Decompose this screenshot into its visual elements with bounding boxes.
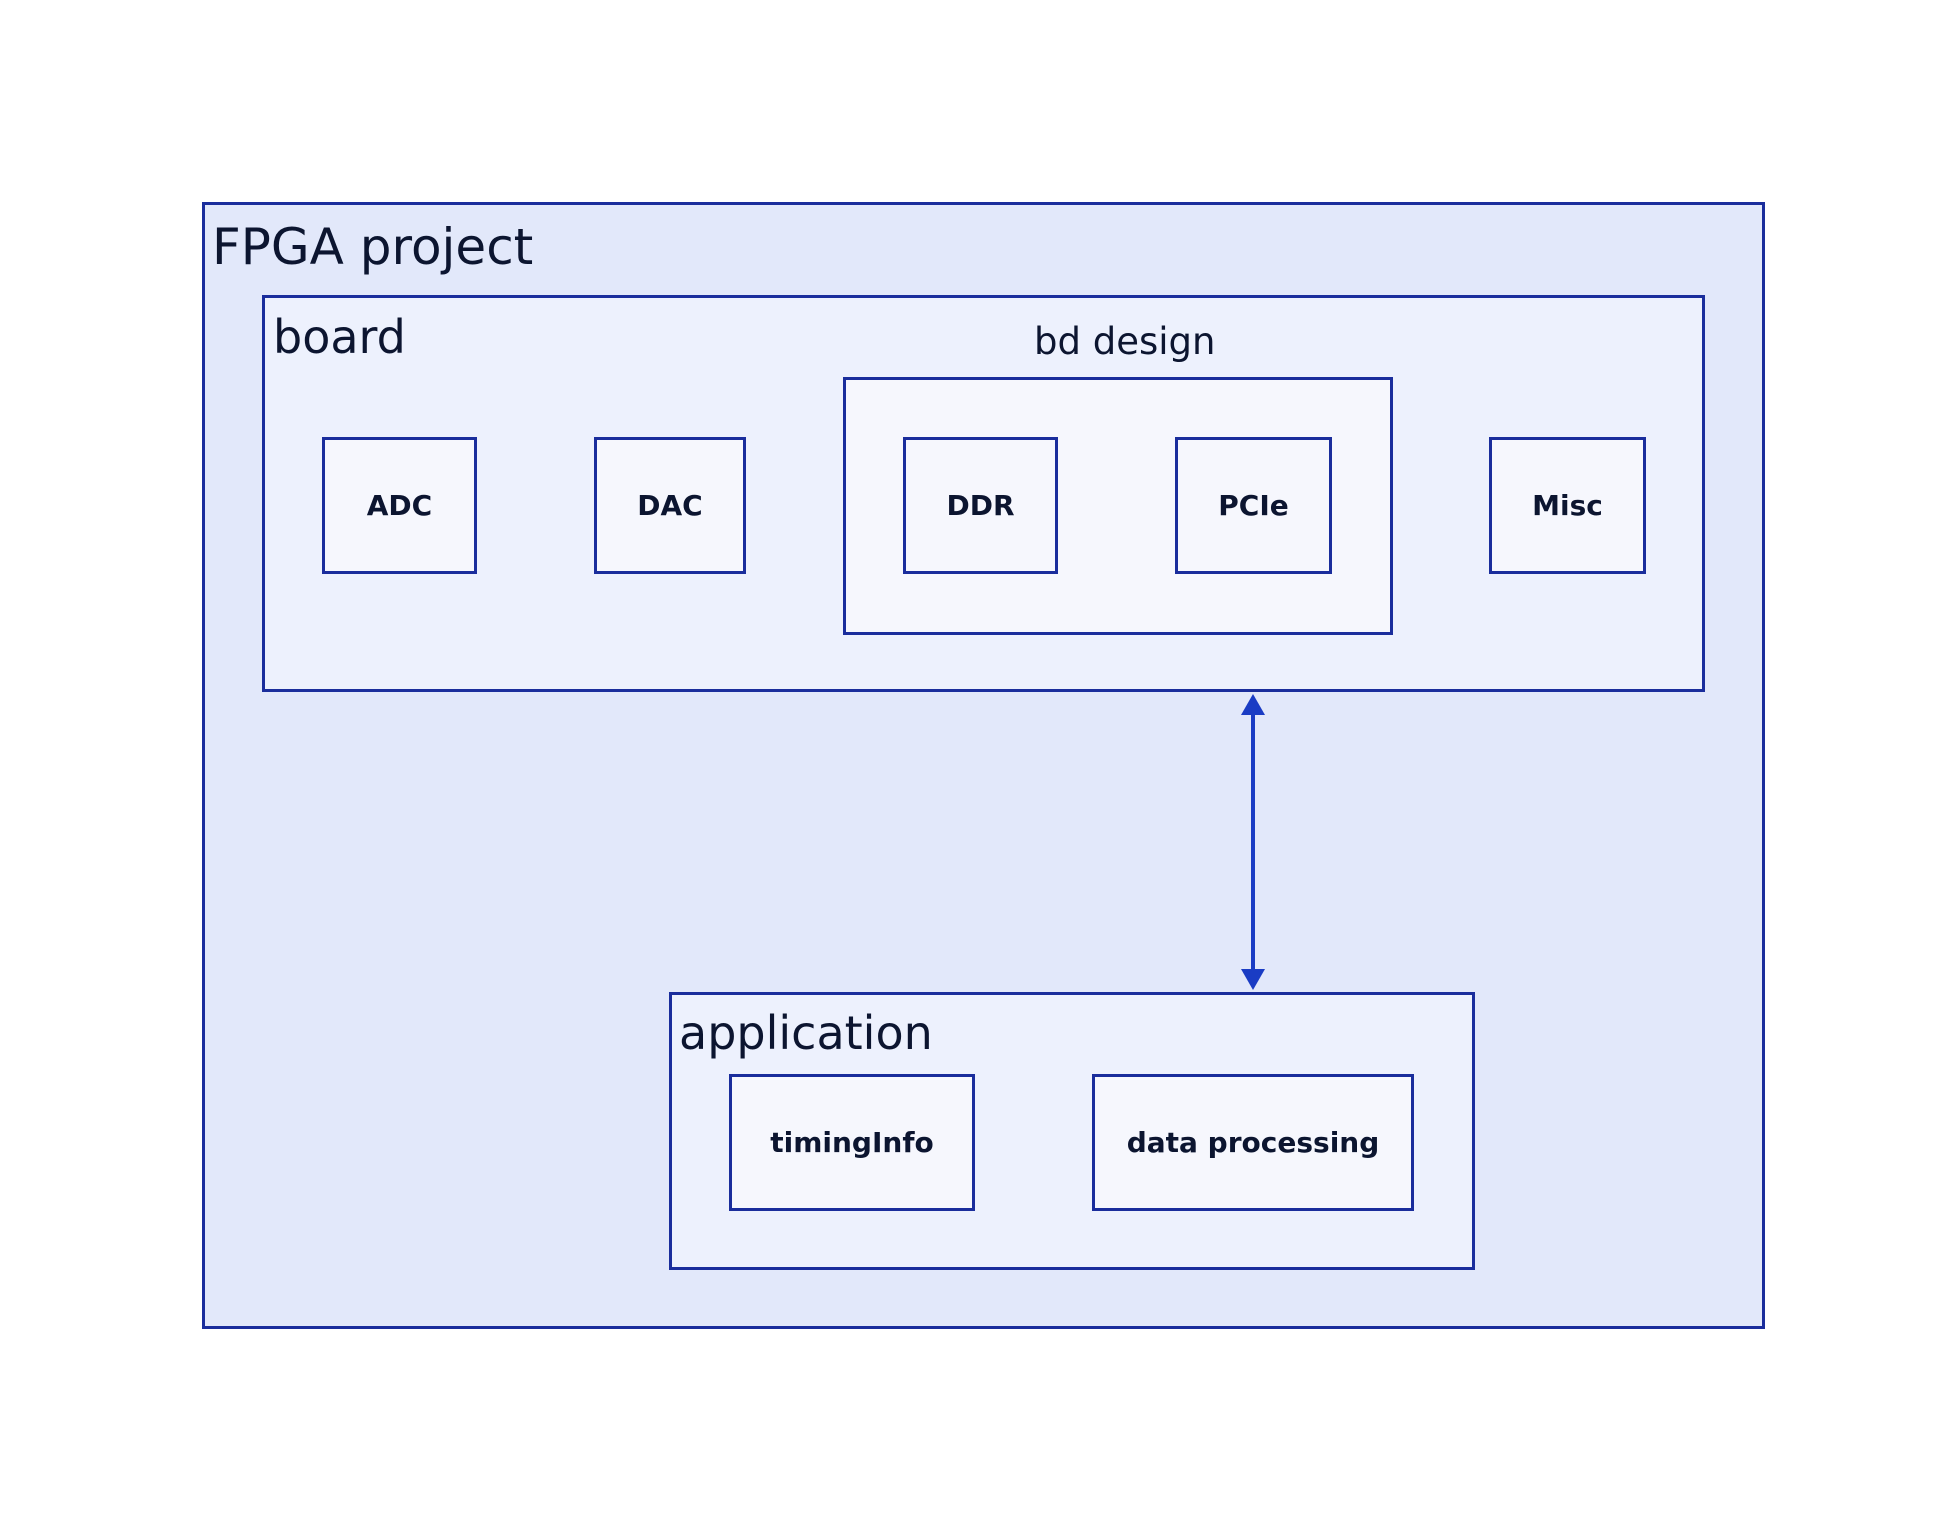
arrowhead-up-icon: [1241, 694, 1265, 715]
application-label: application: [679, 1006, 933, 1060]
dac-node[interactable]: DAC: [594, 437, 746, 574]
board-application-edge: [1241, 694, 1265, 990]
board-label: board: [273, 310, 406, 364]
ddr-node[interactable]: DDR: [903, 437, 1058, 574]
arrowhead-down-icon: [1241, 969, 1265, 990]
misc-node[interactable]: Misc: [1489, 437, 1646, 574]
bd-design-label: bd design: [1034, 320, 1216, 363]
adc-node[interactable]: ADC: [322, 437, 477, 574]
timing-info-node[interactable]: timingInfo: [729, 1074, 975, 1211]
data-processing-node[interactable]: data processing: [1092, 1074, 1414, 1211]
fpga-project-label: FPGA project: [212, 218, 534, 276]
pcie-node[interactable]: PCIe: [1175, 437, 1332, 574]
